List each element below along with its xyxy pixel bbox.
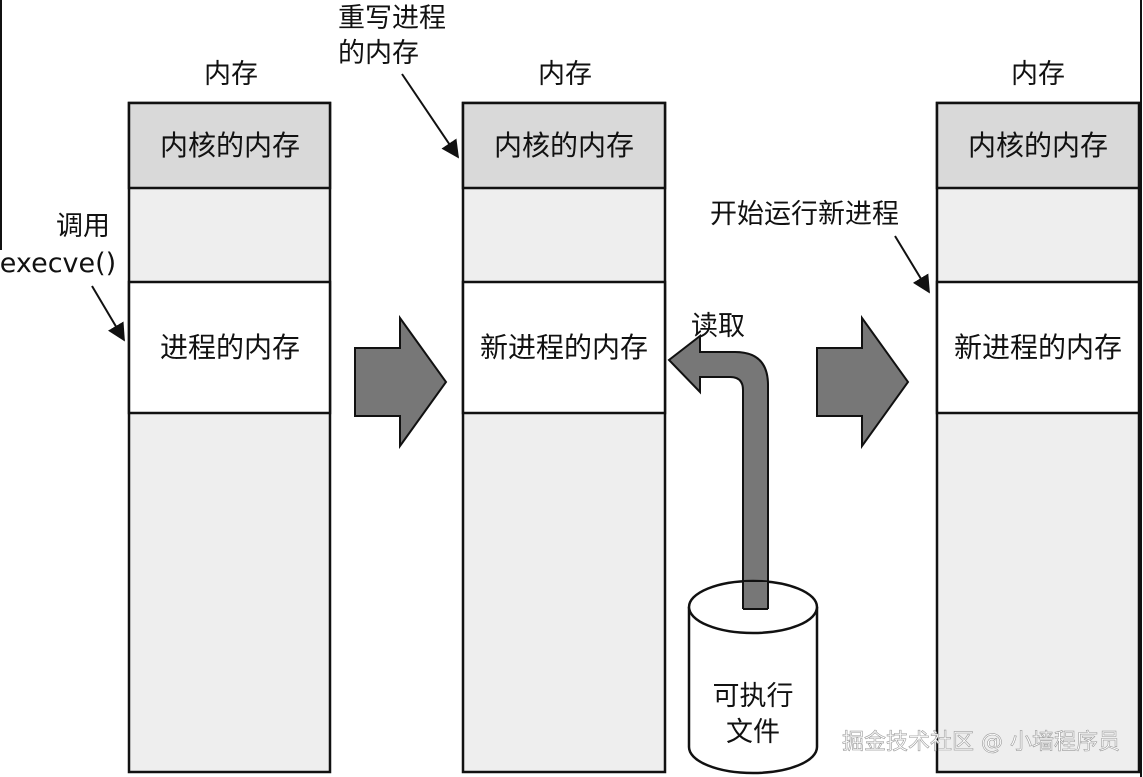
start-pointer-arrow — [894, 235, 930, 294]
overwrite-label-line2: 的内存 — [338, 38, 419, 69]
transition-arrow-2 — [816, 314, 910, 450]
executable-file-cylinder: 可执行 文件 — [687, 579, 819, 775]
call-pointer-arrow — [91, 285, 125, 342]
process-memory-2 — [461, 280, 667, 415]
memory-column-2: 内存 内核的内存 新进程的内存 — [461, 59, 667, 774]
kernel-memory-3 — [935, 101, 1141, 190]
executable-label-line1: 可执行 — [713, 681, 794, 712]
pipe-end-cover — [744, 582, 767, 608]
overwrite-label-line1: 重写进程 — [338, 3, 446, 34]
executable-label-line2: 文件 — [726, 717, 780, 748]
memory-block-1 — [127, 101, 332, 774]
process-memory-label-2: 新进程的内存 — [480, 331, 648, 364]
memory-header-1: 内存 — [204, 59, 258, 90]
cylinder-body — [687, 607, 819, 775]
kernel-memory-label-3: 内核的内存 — [968, 129, 1108, 162]
memory-block-3 — [935, 101, 1141, 774]
call-label-line2: execve() — [0, 248, 116, 279]
transition-arrow-1 — [354, 314, 448, 450]
read-pipe-arrow — [667, 333, 769, 608]
memory-block-2 — [461, 101, 667, 774]
process-memory-3 — [935, 280, 1141, 415]
kernel-memory-1 — [127, 101, 332, 190]
process-memory-label-1: 进程的内存 — [160, 331, 300, 364]
overwrite-pointer-arrow — [401, 73, 460, 159]
start-label: 开始运行新进程 — [710, 199, 899, 230]
kernel-memory-label-2: 内核的内存 — [494, 129, 634, 162]
process-memory-label-3: 新进程的内存 — [954, 331, 1122, 364]
watermark: 掘金技术社区 @ 小墙程序员 — [842, 730, 1120, 755]
memory-column-1: 内存 内核的内存 进程的内存 — [127, 59, 332, 774]
memory-column-3: 内存 内核的内存 新进程的内存 — [935, 59, 1141, 774]
memory-header-2: 内存 — [538, 59, 592, 90]
kernel-memory-label-1: 内核的内存 — [160, 129, 300, 162]
call-label-line1: 调用 — [56, 211, 110, 242]
process-memory-1 — [127, 280, 332, 415]
memory-header-3: 内存 — [1011, 59, 1065, 90]
kernel-memory-2 — [461, 101, 667, 190]
